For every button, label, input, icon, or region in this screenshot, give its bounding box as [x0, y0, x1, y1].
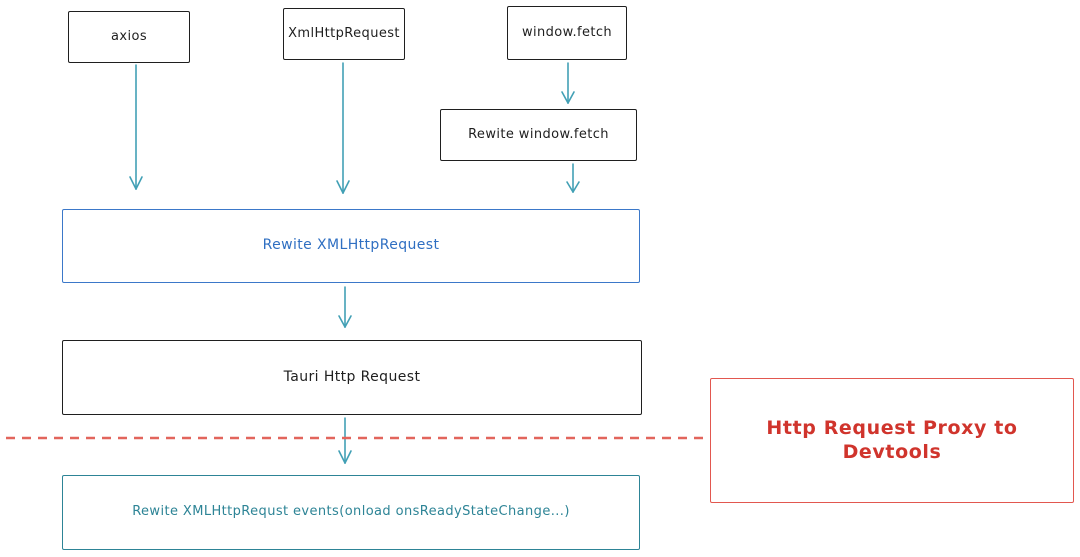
node-axios: axios	[68, 11, 190, 63]
node-label: Tauri Http Request	[283, 368, 421, 385]
node-label: XmlHttpRequest	[288, 25, 400, 41]
node-xmlhttprequest: XmlHttpRequest	[283, 8, 405, 60]
node-http-request-proxy-devtools: Http Request Proxy to Devtools	[710, 378, 1074, 503]
node-label: Rewite window.fetch	[468, 126, 609, 142]
arrow-rewrite-fetch-to-rewrite-xhr-icon	[566, 163, 580, 193]
node-label: axios	[111, 28, 147, 44]
node-label: window.fetch	[521, 24, 613, 40]
node-label: Rewite XMLHttpRequest	[262, 237, 440, 254]
node-label: Rewite XMLHttpRequst events(onload onsRe…	[132, 504, 570, 520]
node-label: Http Request Proxy to Devtools	[766, 416, 1018, 463]
node-rewrite-xmlhttprequest: Rewite XMLHttpRequest	[62, 209, 640, 283]
node-rewrite-window-fetch: Rewite window.fetch	[440, 109, 637, 161]
node-window-fetch: window.fetch	[507, 6, 627, 60]
arrow-window-fetch-to-rewrite-fetch-icon	[561, 62, 575, 104]
devtools-proxy-boundary-dashed-line-icon	[6, 436, 706, 440]
arrow-rewrite-xhr-to-tauri-icon	[338, 286, 352, 328]
arrow-tauri-to-xhr-events-icon	[338, 417, 352, 464]
node-rewrite-xhr-events: Rewite XMLHttpRequst events(onload onsRe…	[62, 475, 640, 550]
node-tauri-http-request: Tauri Http Request	[62, 340, 642, 415]
arrow-xmlhttprequest-to-rewrite-xhr-icon	[336, 62, 350, 194]
arrow-axios-to-rewrite-xhr-icon	[129, 64, 143, 190]
